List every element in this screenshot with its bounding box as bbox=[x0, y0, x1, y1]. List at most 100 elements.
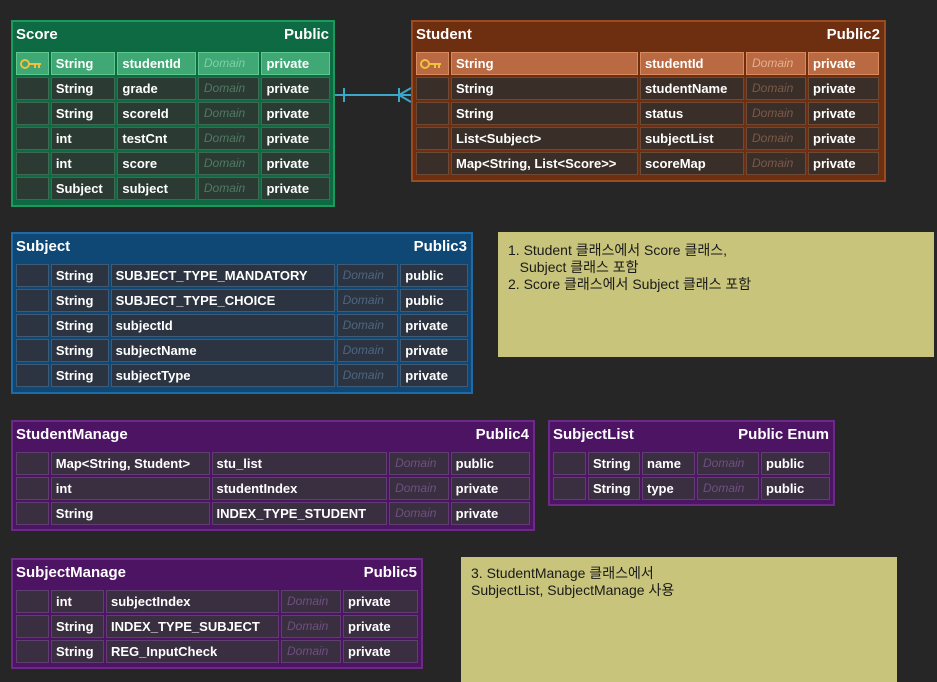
field-row[interactable]: String grade Domain private bbox=[16, 77, 331, 102]
field-name: studentName bbox=[640, 77, 744, 100]
pk-cell bbox=[16, 77, 49, 100]
pk-cell bbox=[16, 364, 49, 387]
field-name: type bbox=[642, 477, 695, 500]
field-row[interactable]: String subjectName Domain private bbox=[16, 339, 468, 364]
field-visibility: private bbox=[808, 152, 879, 175]
field-type: String bbox=[51, 640, 104, 663]
pk-cell bbox=[16, 52, 49, 75]
field-name: status bbox=[640, 102, 744, 125]
field-row[interactable]: Map<String, List<Score>> scoreMap Domain… bbox=[416, 152, 881, 177]
field-row[interactable]: int studentIndex Domain private bbox=[16, 477, 531, 502]
field-visibility: private bbox=[400, 364, 468, 387]
field-type: String bbox=[50, 364, 109, 387]
entity-name: StudentManage bbox=[16, 425, 128, 443]
field-type: List<Subject> bbox=[451, 127, 638, 150]
field-domain: Domain bbox=[336, 264, 399, 287]
key-icon bbox=[20, 59, 41, 69]
key-icon bbox=[420, 59, 441, 69]
entity-header: SubjectList Public Enum bbox=[550, 422, 833, 446]
field-row[interactable]: String INDEX_TYPE_STUDENT Domain private bbox=[16, 502, 531, 527]
field-type: String bbox=[50, 339, 109, 362]
pk-cell bbox=[16, 127, 49, 150]
field-type: String bbox=[50, 102, 116, 125]
field-row[interactable]: String subjectId Domain private bbox=[16, 314, 468, 339]
field-type: String bbox=[50, 314, 109, 337]
field-name: REG_InputCheck bbox=[106, 640, 279, 663]
pk-cell bbox=[16, 177, 49, 200]
field-visibility: private bbox=[400, 339, 468, 362]
field-type: String bbox=[50, 502, 210, 525]
field-domain: Domain bbox=[746, 152, 806, 175]
entity-subject-list[interactable]: SubjectList Public Enum String name Doma… bbox=[548, 420, 835, 506]
field-name: INDEX_TYPE_SUBJECT bbox=[106, 615, 279, 638]
field-domain: Domain bbox=[197, 127, 260, 150]
field-row[interactable]: Map<String, Student> stu_list Domain pub… bbox=[16, 452, 531, 477]
field-visibility: private bbox=[261, 52, 331, 75]
field-row[interactable]: int testCnt Domain private bbox=[16, 127, 331, 152]
note-2[interactable]: 3. StudentManage 클래스에서 SubjectList, Subj… bbox=[461, 557, 897, 682]
field-name: score bbox=[117, 152, 196, 175]
field-row[interactable]: String studentId Domain private bbox=[416, 52, 881, 77]
field-visibility: private bbox=[343, 615, 418, 638]
field-name: INDEX_TYPE_STUDENT bbox=[211, 502, 388, 525]
field-row[interactable]: Subject subject Domain private bbox=[16, 177, 331, 202]
field-name: studentIndex bbox=[211, 477, 388, 500]
field-name: scoreMap bbox=[640, 152, 744, 175]
entity-subject[interactable]: Subject Public3 String SUBJECT_TYPE_MAND… bbox=[11, 232, 473, 394]
field-row[interactable]: String SUBJECT_TYPE_MANDATORY Domain pub… bbox=[16, 264, 468, 289]
field-row[interactable]: String type Domain public bbox=[553, 477, 830, 502]
field-domain: Domain bbox=[336, 289, 399, 312]
field-row[interactable]: String SUBJECT_TYPE_CHOICE Domain public bbox=[16, 289, 468, 314]
field-domain: Domain bbox=[281, 590, 341, 613]
field-row[interactable]: String status Domain private bbox=[416, 102, 881, 127]
field-domain: Domain bbox=[336, 314, 399, 337]
note-line: SubjectList, SubjectManage 사용 bbox=[471, 582, 675, 598]
pk-cell bbox=[16, 264, 49, 287]
entity-score[interactable]: Score Public String studentId Domain pri… bbox=[11, 20, 335, 207]
field-row[interactable]: String subjectType Domain private bbox=[16, 364, 468, 389]
field-row[interactable]: String studentId Domain private bbox=[16, 52, 331, 77]
field-type: Map<String, List<Score>> bbox=[451, 152, 638, 175]
field-row[interactable]: String name Domain public bbox=[553, 452, 830, 477]
entity-student[interactable]: Student Public2 String studentId Domain … bbox=[411, 20, 886, 182]
pk-cell bbox=[416, 52, 449, 75]
field-name: studentId bbox=[117, 52, 196, 75]
field-type: int bbox=[50, 127, 116, 150]
field-name: name bbox=[642, 452, 695, 475]
field-visibility: private bbox=[261, 127, 331, 150]
entity-access: Public bbox=[283, 25, 329, 43]
field-row[interactable]: String INDEX_TYPE_SUBJECT Domain private bbox=[16, 615, 418, 640]
entity-student-manage[interactable]: StudentManage Public4 Map<String, Studen… bbox=[11, 420, 535, 531]
pk-cell bbox=[416, 127, 449, 150]
field-row[interactable]: String studentName Domain private bbox=[416, 77, 881, 102]
field-visibility: public bbox=[400, 289, 468, 312]
field-name: subjectList bbox=[640, 127, 744, 150]
pk-cell bbox=[416, 102, 449, 125]
field-row[interactable]: int score Domain private bbox=[16, 152, 331, 177]
field-row[interactable]: int subjectIndex Domain private bbox=[16, 590, 418, 615]
field-row[interactable]: List<Subject> subjectList Domain private bbox=[416, 127, 881, 152]
field-domain: Domain bbox=[389, 502, 449, 525]
field-visibility: private bbox=[343, 590, 418, 613]
field-visibility: public bbox=[400, 264, 468, 287]
field-row[interactable]: String scoreId Domain private bbox=[16, 102, 331, 127]
field-name: grade bbox=[117, 77, 196, 100]
entity-header: Subject Public3 bbox=[13, 234, 471, 258]
field-name: subjectId bbox=[110, 314, 335, 337]
pk-cell bbox=[16, 289, 49, 312]
field-row[interactable]: String REG_InputCheck Domain private bbox=[16, 640, 418, 665]
pk-cell bbox=[16, 102, 49, 125]
pk-cell bbox=[16, 640, 49, 663]
field-domain: Domain bbox=[197, 152, 260, 175]
entity-access: Public4 bbox=[475, 425, 529, 443]
field-domain: Domain bbox=[697, 477, 759, 500]
pk-cell bbox=[16, 590, 49, 613]
note-1[interactable]: 1. Student 클래스에서 Score 클래스, Subject 클래스 … bbox=[498, 232, 934, 357]
field-visibility: public bbox=[761, 477, 830, 500]
field-name: scoreId bbox=[117, 102, 196, 125]
entity-subject-manage[interactable]: SubjectManage Public5 int subjectIndex D… bbox=[11, 558, 423, 669]
note-line: 2. Score 클래스에서 Subject 클래스 포함 bbox=[508, 276, 752, 292]
field-visibility: public bbox=[761, 452, 830, 475]
field-type: String bbox=[588, 452, 640, 475]
field-visibility: private bbox=[808, 127, 879, 150]
